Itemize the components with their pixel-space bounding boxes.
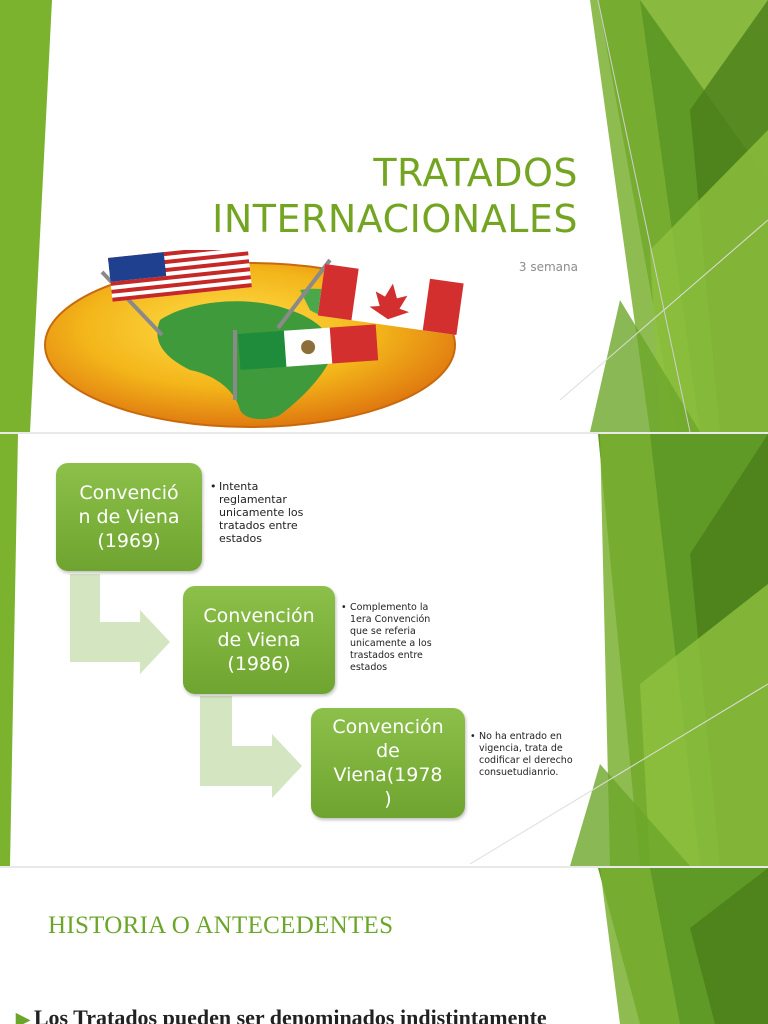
triangle-bullet-icon: ▶ — [16, 1009, 30, 1024]
body-text: ▶Los Tratados pueden ser denominados ind… — [16, 1005, 547, 1024]
convention-note-1978: • No ha entrado en vigencia, trata de co… — [470, 731, 573, 778]
section-heading: HISTORIA O ANTECEDENTES — [48, 912, 394, 939]
slide-title: TRATADOS INTERNACIONALES 3 semana — [0, 0, 768, 432]
presentation-title: TRATADOS INTERNACIONALES — [212, 150, 578, 242]
green-facets-decoration — [0, 434, 768, 866]
subtitle: 3 semana — [518, 260, 578, 274]
green-facets-decoration — [598, 868, 768, 1024]
convention-box-1986: Convención de Viena (1986) — [183, 586, 335, 694]
globe-with-flags-icon — [44, 250, 464, 428]
green-facets-decoration — [0, 0, 768, 432]
slide-history: HISTORIA O ANTECEDENTES ▶Los Tratados pu… — [0, 868, 768, 1024]
title-line-2: INTERNACIONALES — [212, 197, 578, 241]
title-line-1: TRATADOS — [373, 151, 578, 195]
convention-note-1986: • Complemento la 1era Convención que se … — [341, 602, 432, 673]
convention-box-1978: Convención de Viena(1978 ) — [311, 708, 465, 818]
slide-conventions: Convenció n de Viena (1969) • Intenta re… — [0, 434, 768, 866]
convention-box-1969: Convenció n de Viena (1969) — [56, 463, 202, 571]
convention-note-1969: • Intenta reglamentar unicamente los tra… — [210, 480, 304, 545]
